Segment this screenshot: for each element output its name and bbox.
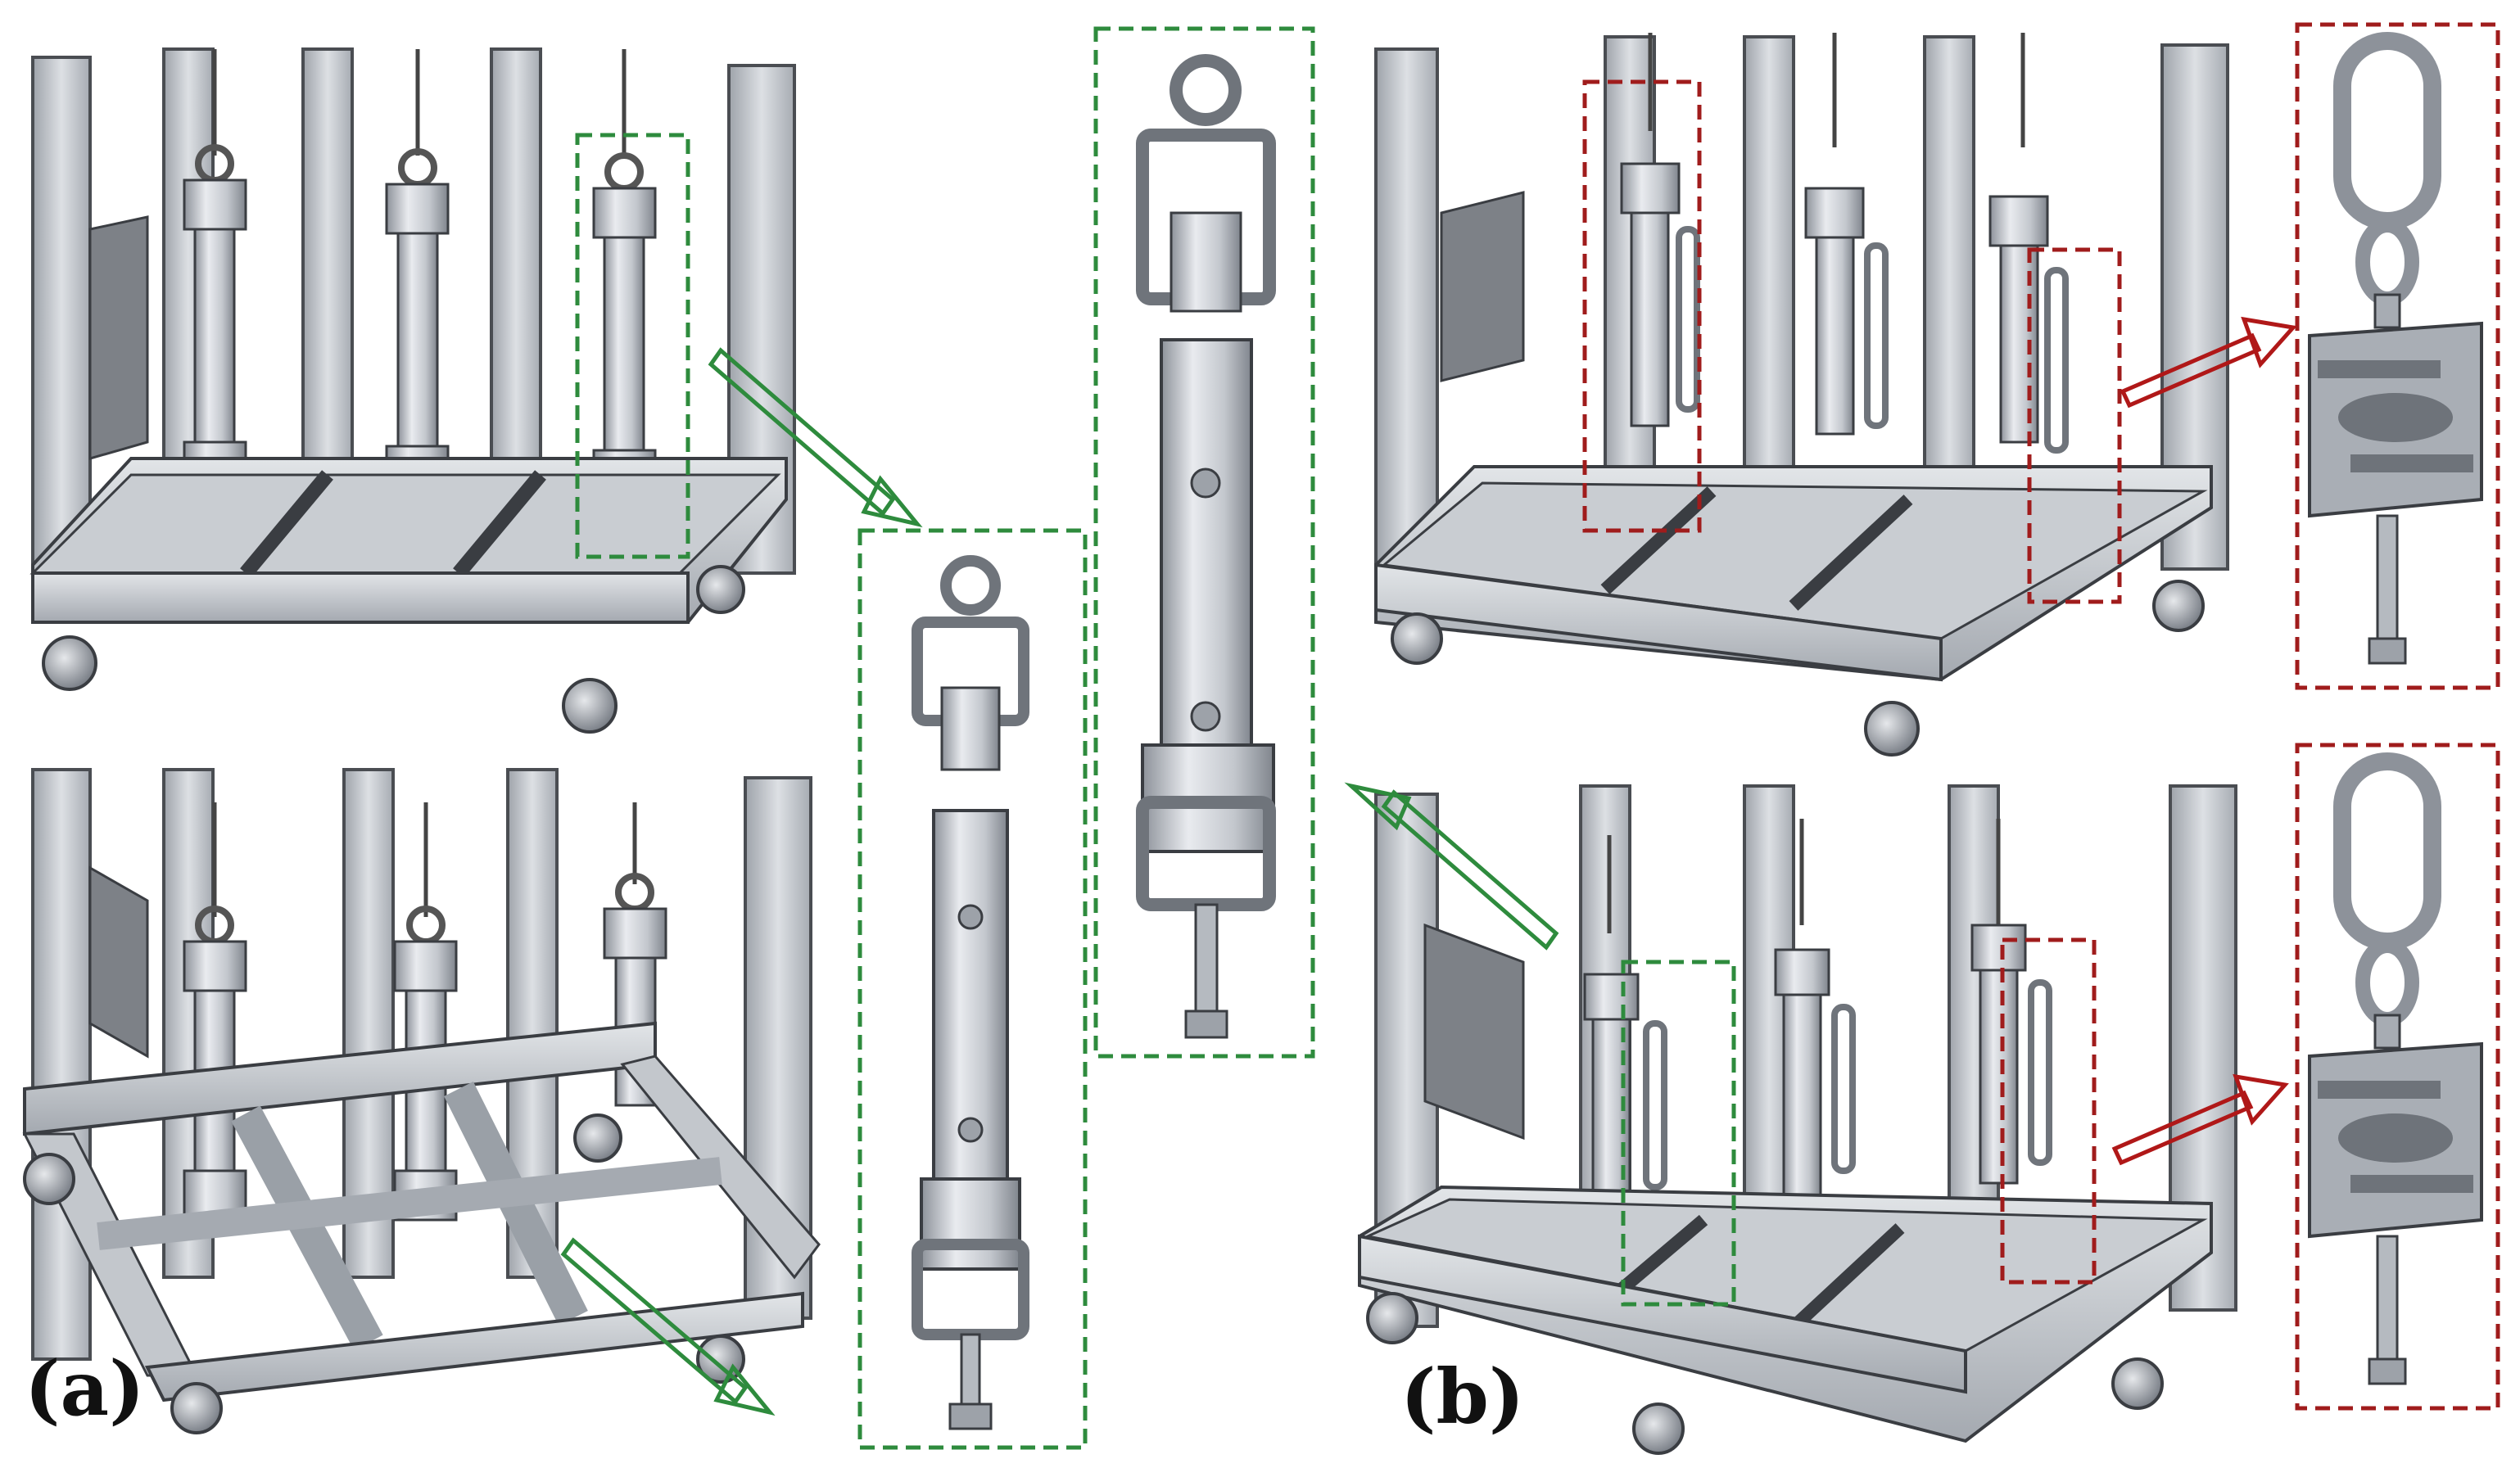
arrow-red	[2111, 1073, 2289, 1166]
rig-post	[1743, 35, 1795, 497]
caster-wheel	[2152, 580, 2205, 632]
sensor-column-2	[1804, 33, 1889, 436]
arrow-green	[560, 1237, 776, 1416]
rig-a-rear-view	[22, 768, 821, 1434]
rig-post	[31, 56, 92, 616]
highlight-box-red	[2027, 247, 2122, 604]
caster-wheel	[573, 1113, 622, 1163]
highlight-box-green	[1093, 26, 1315, 1059]
highlight-box-green	[857, 528, 1088, 1450]
load-cell-detail-lower	[2295, 743, 2500, 1411]
sensor-column-2	[393, 802, 458, 1222]
rig-post	[490, 47, 542, 509]
arrow-green	[1344, 782, 1559, 951]
caster-wheel	[562, 678, 618, 734]
caster-wheel	[23, 1153, 75, 1205]
rig-post	[1374, 47, 1439, 591]
sensor-a-detail-lower	[857, 528, 1088, 1450]
sensor-a-detail-upper	[1093, 26, 1315, 1059]
rig-a-top-view	[29, 47, 796, 734]
base-frame-front	[1358, 1234, 1967, 1394]
sensor-column-3	[1970, 819, 2052, 1185]
sensor-column-2	[385, 49, 450, 505]
arrow-red	[2120, 316, 2297, 409]
sensor-column-1	[1620, 33, 1700, 427]
rig-b-rear-view	[1358, 784, 2237, 1455]
caster-wheel	[1366, 1292, 1418, 1344]
highlight-box-red	[1582, 79, 1702, 533]
caster-wheel	[1632, 1402, 1685, 1455]
base-frame-front	[1374, 562, 1943, 682]
rig-b-top-view	[1374, 33, 2229, 757]
highlight-box-red	[2000, 937, 2097, 1285]
rig-post	[301, 47, 354, 509]
caster-wheel	[696, 565, 745, 614]
side-plate	[1440, 191, 1525, 382]
caster-wheel	[1864, 701, 1920, 757]
caster-wheel	[42, 635, 97, 691]
tilted-frame-side	[620, 1055, 821, 1280]
highlight-box-green	[1621, 960, 1736, 1307]
side-plate	[1423, 923, 1525, 1140]
caster-wheel	[170, 1382, 223, 1434]
highlight-box-red	[2295, 22, 2500, 690]
caster-wheel	[1391, 612, 1443, 665]
panel-label-b: (b)	[1400, 1353, 1525, 1441]
load-cell-detail-upper	[2295, 22, 2500, 690]
sensor-column-2	[1774, 819, 1856, 1209]
panel-label-a: (a)	[25, 1344, 145, 1433]
highlight-box-green	[575, 133, 690, 559]
arrow-green	[708, 347, 923, 528]
rig-post	[1923, 35, 1975, 497]
sensor-column-3	[592, 49, 657, 509]
caster-wheel	[2111, 1357, 2164, 1410]
highlight-box-red	[2295, 743, 2500, 1411]
side-plate	[88, 865, 149, 1059]
side-plate	[88, 215, 149, 460]
rig-post	[31, 768, 92, 1361]
